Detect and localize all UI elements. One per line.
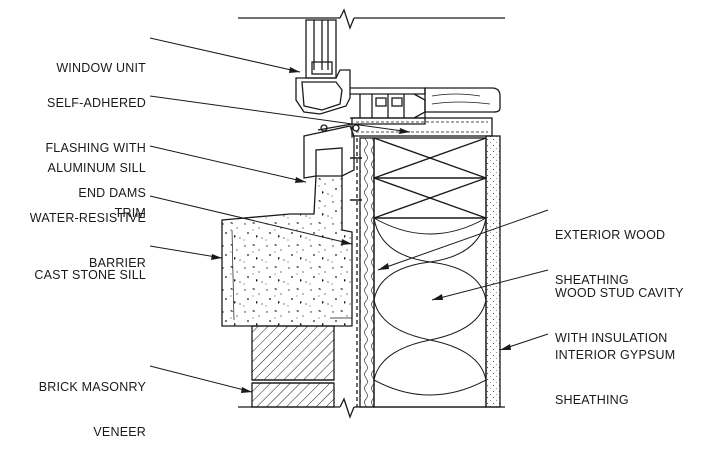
section-drawing bbox=[149, 8, 549, 419]
label-window-unit: WINDOW UNIT bbox=[56, 61, 146, 75]
exterior-wood-sheathing bbox=[359, 137, 375, 408]
aluminum-sill-trim bbox=[303, 125, 355, 179]
cast-stone-sill bbox=[221, 175, 353, 327]
window-unit-frame bbox=[295, 19, 426, 119]
label-aluminum-sill-trim: ALUMINUM SILL TRIM bbox=[47, 161, 146, 220]
interior-gypsum-sheathing bbox=[485, 135, 501, 408]
batt-insulation bbox=[373, 217, 487, 408]
label-interior-gypsum-sheathing: INTERIOR GYPSUM SHEATHING bbox=[555, 348, 676, 407]
sill-flashing bbox=[317, 112, 493, 138]
label-cast-stone-sill: CAST STONE SILL bbox=[34, 268, 146, 282]
top-break-line bbox=[238, 8, 505, 30]
label-exterior-wood-sheathing: EXTERIOR WOOD SHEATHING bbox=[555, 228, 666, 287]
leader-lines bbox=[149, 37, 549, 393]
leader-arrowheads bbox=[211, 67, 511, 393]
interior-stool bbox=[424, 87, 501, 113]
label-wood-stud-cavity: WOOD STUD CAVITY WITH INSULATION bbox=[555, 286, 684, 345]
window-sill-section-diagram: WINDOW UNIT SELF-ADHERED FLASHING WITH E… bbox=[29, 8, 684, 439]
brick-masonry-veneer bbox=[251, 325, 335, 408]
label-water-resistive-barrier: WATER-RESISTIVE BARRIER bbox=[29, 211, 146, 270]
label-brick-masonry-veneer: BRICK MASONRY VENEER bbox=[38, 380, 146, 439]
label-flashing: SELF-ADHERED FLASHING WITH END DAMS bbox=[45, 96, 146, 200]
